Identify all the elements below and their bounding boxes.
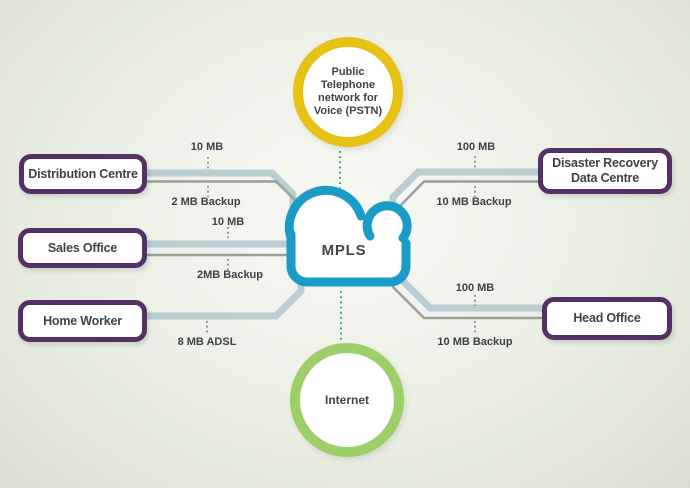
cloud-body-outline	[286, 229, 411, 287]
internet-label: Internet	[324, 392, 369, 407]
cloud-left-bump-outline	[284, 185, 366, 243]
internet-circle: Internet	[290, 343, 404, 457]
link-line-dr-backup	[397, 180, 540, 236]
link-label-sales-primary: 10 MB	[211, 216, 245, 228]
mpls-cloud	[284, 185, 412, 287]
mpls-cloud-label: MPLS	[321, 242, 367, 259]
cloud-right-bump-curl-outline	[362, 201, 412, 243]
pstn-label: Public Telephone network for Voice (PSTN…	[313, 66, 383, 117]
link-label-dr-primary: 100 MB	[456, 141, 496, 153]
site-label-home-worker: Home Worker	[43, 313, 122, 328]
link-label-distribution-primary: 10 MB	[190, 141, 224, 153]
site-box-distribution-centre: Distribution Centre	[19, 154, 147, 194]
site-box-sales-office: Sales Office	[18, 228, 147, 268]
site-box-home-worker: Home Worker	[18, 300, 147, 342]
site-label-sales-office: Sales Office	[47, 240, 118, 255]
site-label-head-office: Head Office	[573, 311, 641, 325]
site-box-head-office: Head Office	[542, 297, 672, 340]
site-label-distribution-centre: Distribution Centre	[28, 166, 138, 181]
link-label-headoffice-primary: 100 MB	[455, 282, 495, 294]
link-line-homeworker-adsl	[147, 282, 305, 320]
link-label-distribution-backup: 2 MB Backup	[171, 196, 241, 208]
site-label-disaster-recovery-data-centre: Disaster Recovery Data Centre	[552, 156, 658, 185]
link-label-dr-backup: 10 MB Backup	[436, 196, 512, 208]
label-ticks	[206, 156, 476, 333]
link-label-sales-backup: 2MB Backup	[196, 269, 264, 281]
pstn-circle: Public Telephone network for Voice (PSTN…	[293, 37, 403, 147]
link-label-headoffice-backup: 10 MB Backup	[437, 336, 513, 348]
site-box-disaster-recovery-data-centre: Disaster Recovery Data Centre	[538, 148, 672, 194]
link-label-homeworker-adsl: 8 MB ADSL	[177, 336, 237, 348]
